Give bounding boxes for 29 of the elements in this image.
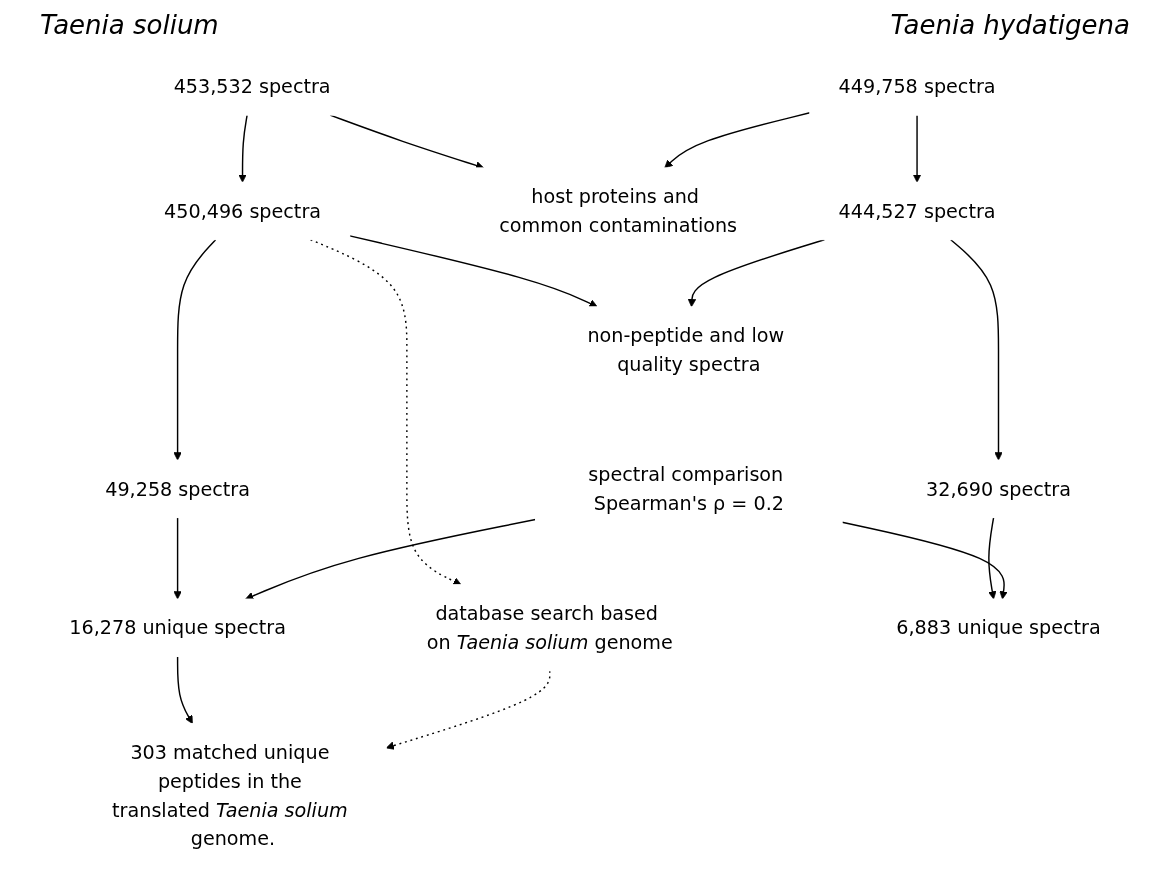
node-text: 449,758 spectra xyxy=(838,74,996,98)
column-heading: Taenia hydatigena xyxy=(890,10,1130,42)
node-text: 49,258 spectra xyxy=(105,477,250,501)
node-text: host proteins and common contaminations xyxy=(499,185,738,237)
node-text: 453,532 spectra xyxy=(173,74,331,98)
node-text: 16,278 unique spectra xyxy=(69,616,286,640)
arrow xyxy=(309,239,462,586)
node-text: 444,527 spectra xyxy=(838,199,996,223)
arrow xyxy=(687,239,826,308)
arrow xyxy=(385,670,551,750)
node-text: spectral comparison Spearman's ρ = 0.2 xyxy=(588,462,784,515)
column-heading: Taenia solium xyxy=(40,10,219,42)
arrow xyxy=(988,516,997,600)
arrow xyxy=(176,655,193,724)
arrow xyxy=(245,518,537,600)
node-text: non-peptide and low quality spectra xyxy=(587,324,785,376)
arrow xyxy=(349,235,598,308)
arrow xyxy=(912,114,922,183)
arrow xyxy=(173,239,217,461)
node-text: 450,496 spectra xyxy=(164,199,322,223)
node-text: 32,690 spectra xyxy=(926,477,1071,501)
arrow xyxy=(950,239,1003,461)
node-text: database search based on Taenia solium genome xyxy=(426,601,673,654)
arrow xyxy=(173,516,182,600)
arrow xyxy=(664,112,811,169)
arrow xyxy=(238,114,248,183)
arrow xyxy=(841,521,1008,600)
node-text: 6,883 unique spectra xyxy=(896,616,1101,640)
node-text: 303 matched unique peptides in the translated Taenia solium genome. xyxy=(112,740,348,851)
